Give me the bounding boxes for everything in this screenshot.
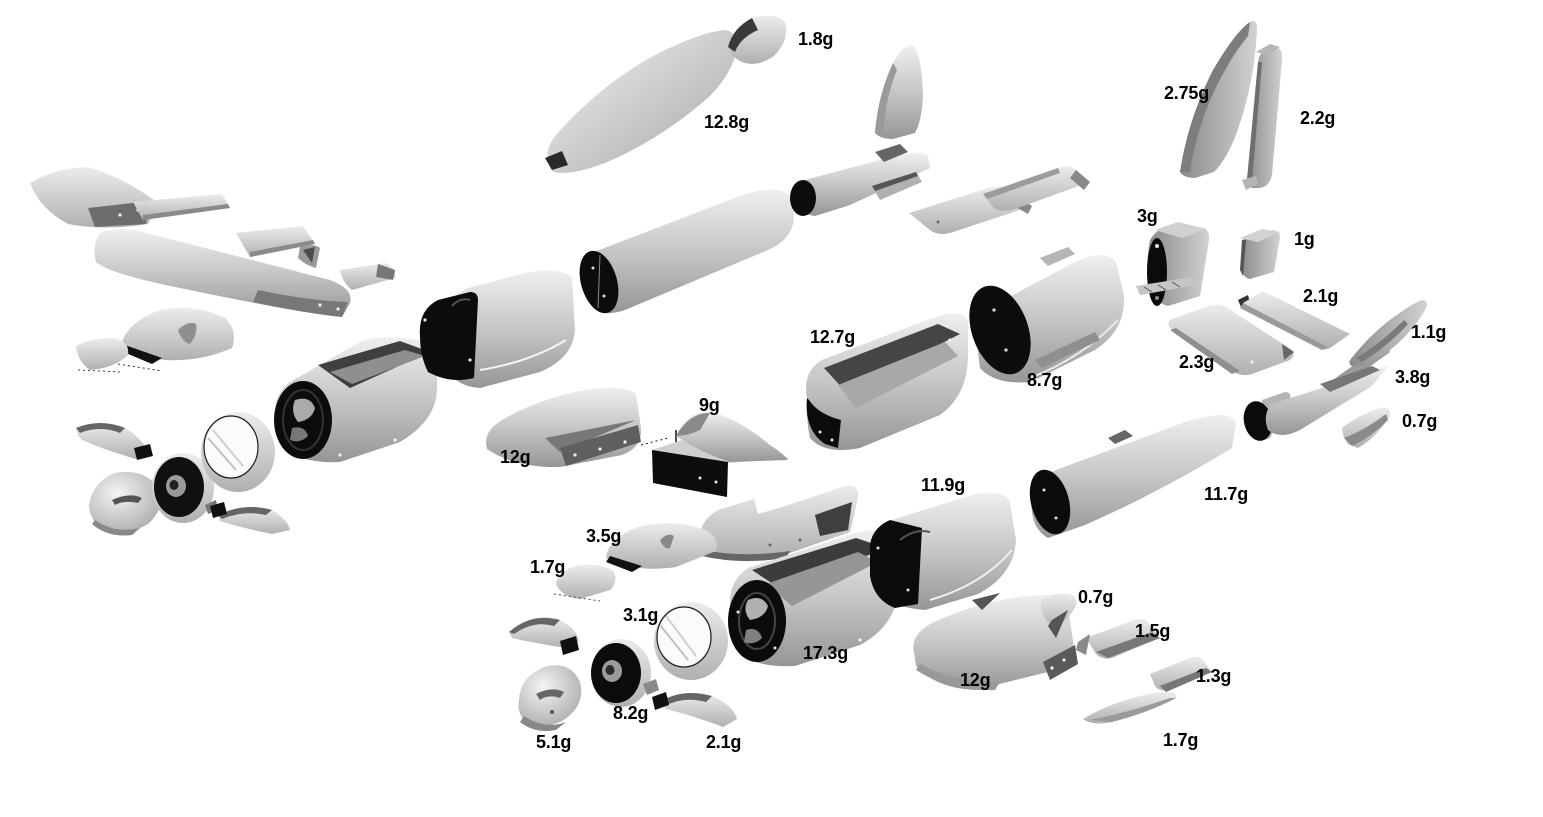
part-wing-panel-right [913, 593, 1078, 691]
part-flap-a [1040, 593, 1077, 638]
part-aileron-strip-left-b [236, 226, 320, 268]
part-fan-rotor-left [152, 453, 218, 523]
part-flap-c [1150, 656, 1212, 692]
part-propeller-blade-left-a [76, 423, 153, 460]
part-tail-fin-center [875, 45, 923, 139]
part-spinner-cone [518, 665, 582, 731]
part-propeller-blade-a [509, 617, 579, 655]
part-canopy-tip [728, 15, 787, 64]
part-fuselage-bay-section-left [274, 337, 437, 463]
part-wing-panel-center [486, 387, 642, 468]
part-access-panel-left [76, 338, 129, 373]
part-duct-ring [654, 602, 728, 680]
part-rudder-tab [1240, 229, 1280, 279]
part-fin-front [1180, 21, 1258, 178]
part-fin-base [1136, 222, 1210, 306]
part-fuselage-mid-tube [579, 189, 795, 314]
part-rudder [1242, 44, 1283, 190]
part-duct-ring-left [201, 412, 275, 492]
part-tail-boom [1029, 414, 1236, 538]
part-access-panel [553, 564, 616, 602]
part-wingtip-left-top [30, 167, 158, 228]
part-tail-boom-center [790, 144, 930, 216]
part-flap-b [1076, 618, 1160, 659]
part-hatch-cover-left [117, 307, 234, 372]
part-fuselage-front-section [419, 270, 575, 388]
part-wingtip-right [1349, 300, 1427, 367]
part-fuselage-tray [806, 313, 968, 451]
part-hatch-cover [606, 523, 717, 572]
part-stabilizer [1168, 304, 1294, 376]
part-stabilizer-panel-center-b [983, 166, 1090, 211]
part-fan-rotor [591, 639, 659, 707]
part-canopy [545, 30, 738, 173]
part-spinner-cone-left [89, 472, 161, 536]
part-wingtip-lower [1083, 692, 1177, 724]
part-intake-duct [640, 411, 790, 497]
part-saddle-cover [699, 485, 859, 562]
part-flap-segment-left [340, 263, 396, 290]
part-fuselage-section-8-7 [969, 247, 1125, 383]
part-tail-panel [1342, 407, 1391, 448]
part-aft-fuselage-section [869, 492, 1016, 610]
part-elevator [1238, 291, 1350, 350]
part-wing-panel-left [94, 229, 351, 317]
part-propeller-blade-left-b [210, 502, 290, 534]
part-aileron-strip-left-a [133, 194, 230, 220]
part-fuselage-main-section [728, 530, 898, 667]
part-propeller-blade-b [652, 692, 737, 727]
